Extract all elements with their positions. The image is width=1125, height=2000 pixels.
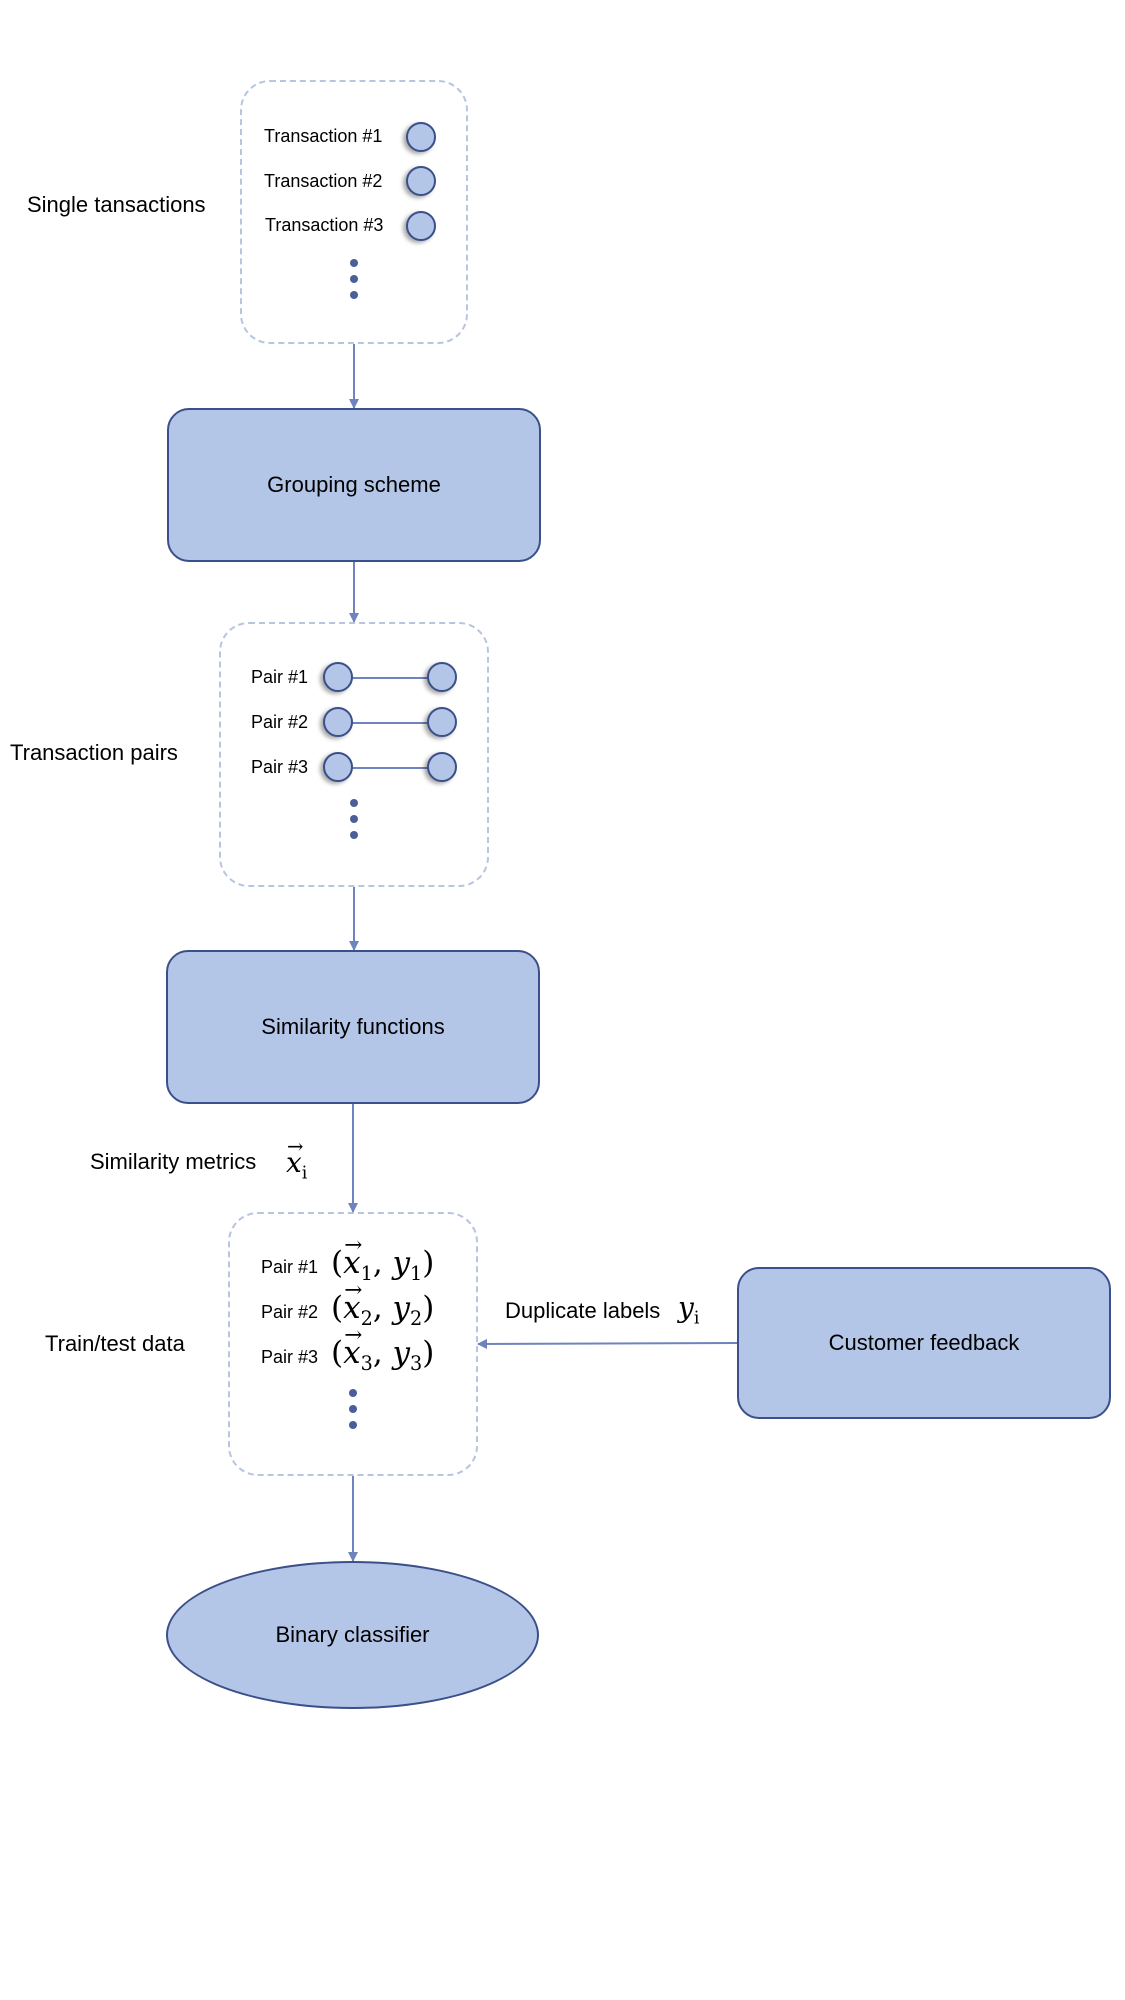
customer-feedback-box: Customer feedback xyxy=(737,1267,1111,1419)
pair-node-left xyxy=(323,752,353,782)
train-pair-tuple: (x2, y2) xyxy=(331,1278,434,1330)
arrow-feedback-to-train xyxy=(477,1338,738,1349)
ellipsis-dot xyxy=(349,1405,357,1413)
transaction-node xyxy=(406,211,436,241)
pair-label: Pair #2 xyxy=(251,712,309,732)
similarity-functions-label: Similarity functions xyxy=(261,1014,445,1039)
train-pair-label: Pair #2 xyxy=(261,1302,319,1322)
pair-node-right xyxy=(427,707,457,737)
ellipsis-dot xyxy=(350,815,358,823)
pair-link xyxy=(338,677,442,679)
binary-classifier-label: Binary classifier xyxy=(275,1622,430,1647)
pair-node-right xyxy=(427,662,457,692)
transaction-label: Transaction #2 xyxy=(264,171,383,191)
customer-feedback-label: Customer feedback xyxy=(828,1330,1020,1355)
transaction-node xyxy=(406,166,436,196)
transaction-label: Transaction #3 xyxy=(265,215,384,235)
ellipsis-dot xyxy=(350,799,358,807)
duplicate-labels-symbol: yi xyxy=(678,1291,700,1329)
pair-link xyxy=(338,722,442,724)
grouping-scheme-box: Grouping scheme xyxy=(167,408,541,562)
binary-classifier-ellipse: Binary classifier xyxy=(166,1561,539,1709)
transaction-pairs-label: Transaction pairs xyxy=(10,740,178,765)
train-pair-label: Pair #3 xyxy=(261,1347,319,1367)
similarity-metrics-label: Similarity metrics xyxy=(90,1149,257,1174)
pair-node-right xyxy=(427,752,457,782)
ellipsis-dot xyxy=(350,291,358,299)
ellipsis-dot xyxy=(349,1389,357,1397)
pair-label: Pair #1 xyxy=(251,667,309,687)
single-transactions-group xyxy=(240,80,468,344)
train-pair-tuple: (x1, y1) xyxy=(331,1233,434,1285)
similarity-metrics-symbol: xi xyxy=(286,1135,307,1183)
pair-node-left xyxy=(323,662,353,692)
ellipsis-dot xyxy=(350,259,358,267)
grouping-scheme-label: Grouping scheme xyxy=(267,472,441,497)
transaction-node xyxy=(406,122,436,152)
transaction-pairs-group xyxy=(219,622,489,887)
train-pair-tuple: (x3, y3) xyxy=(331,1323,434,1375)
transaction-label: Transaction #1 xyxy=(264,126,383,146)
duplicate-labels-label: Duplicate labels xyxy=(505,1298,661,1323)
similarity-functions-box: Similarity functions xyxy=(166,950,540,1104)
train-pair-label: Pair #1 xyxy=(261,1257,319,1277)
single-transactions-label: Single tansactions xyxy=(27,192,206,217)
pair-node-left xyxy=(323,707,353,737)
train-test-label: Train/test data xyxy=(45,1331,185,1356)
ellipsis-dot xyxy=(350,275,358,283)
pair-link xyxy=(338,767,442,769)
train-test-group xyxy=(228,1212,478,1476)
ellipsis-dot xyxy=(350,831,358,839)
pair-label: Pair #3 xyxy=(251,757,309,777)
ellipsis-dot xyxy=(349,1421,357,1429)
